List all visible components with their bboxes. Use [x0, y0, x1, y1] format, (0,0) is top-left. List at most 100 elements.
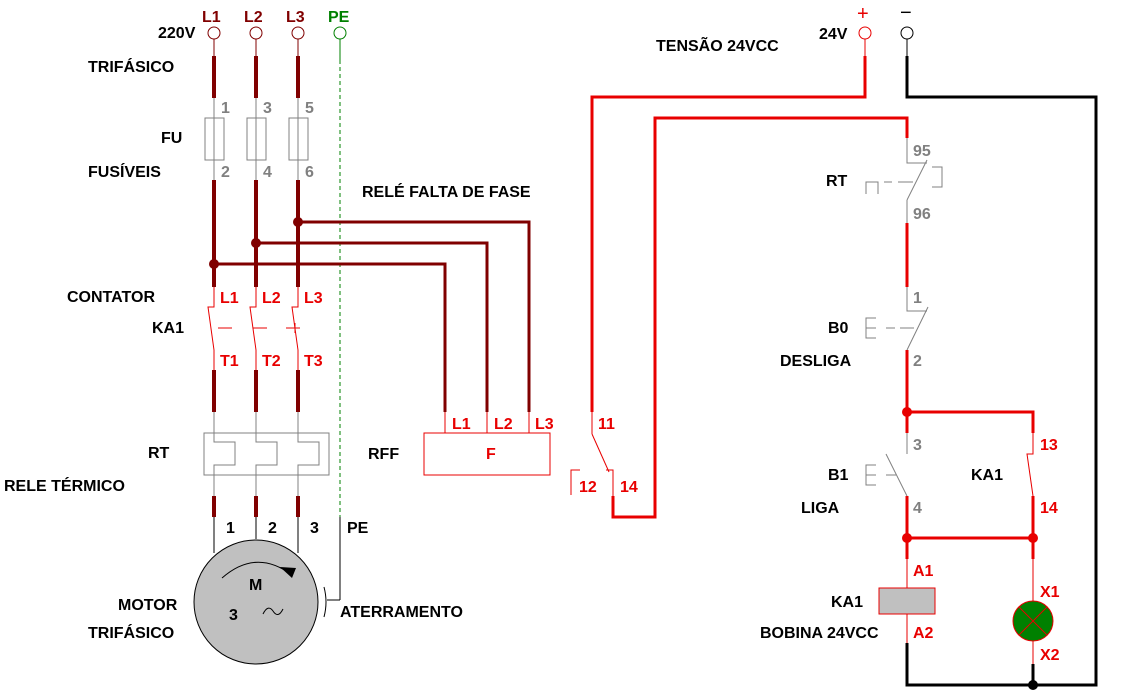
motor-terminal-2: 2 [268, 520, 277, 537]
coil-name: BOBINA 24VCC [760, 625, 879, 642]
rff-box-label: F [486, 446, 496, 463]
fuse-2 [246, 117, 267, 161]
control-wires [590, 56, 1035, 559]
phase-wires-mid [212, 180, 300, 287]
motor-body [193, 539, 319, 665]
control-circuit: TENSÃO 24VCC 24V + − [590, 2, 1098, 690]
rotation-arrow-icon [280, 567, 296, 578]
rff-title: RELÉ FALTA DE FASE [362, 182, 531, 201]
seal-contact-14: 14 [1040, 500, 1058, 517]
fuse-3 [288, 117, 309, 161]
rff-input-l2: L2 [494, 416, 513, 433]
rff-input-l1: L1 [452, 416, 471, 433]
motor-terminal-3: 3 [310, 520, 319, 537]
phase-label-l2: L2 [244, 9, 263, 26]
seal-contact-tag: KA1 [971, 467, 1003, 484]
phase-label-l3: L3 [286, 9, 305, 26]
rt-contact-96: 96 [913, 206, 931, 223]
contactor-tag: KA1 [152, 320, 184, 337]
stop-button-b0 [865, 287, 929, 351]
junction-l1 [209, 259, 219, 269]
start-button-tag: B1 [828, 467, 849, 484]
ac-symbol-icon [262, 607, 284, 615]
rff-contact-12: 12 [579, 479, 597, 496]
terminal-pe [333, 26, 347, 40]
start-button-terminal-3: 3 [913, 437, 922, 454]
motor-pe-label: PE [347, 520, 369, 537]
fuse-terminal-2: 2 [221, 164, 230, 181]
motor [193, 539, 327, 665]
power-circuit: 220V TRIFÁSICO L1 L2 L3 PE 1 3 5 2 [4, 9, 531, 665]
rt-contact-tag: RT [826, 173, 848, 190]
coil-ka1 [878, 559, 936, 643]
contactor-terminal-l3: L3 [304, 290, 323, 307]
terminal-l2 [249, 26, 263, 40]
rff-box [423, 432, 551, 476]
terminal-l1 [207, 26, 221, 40]
thermal-relay-tag: RT [148, 445, 170, 462]
earth-label-pe: PE [328, 9, 350, 26]
pilot-lamp [1012, 559, 1054, 664]
ground-bracket-icon [323, 586, 327, 618]
motor-name-line2: TRIFÁSICO [88, 623, 174, 642]
lamp-terminal-x1: X1 [1040, 584, 1060, 601]
phase-wires-bottom [212, 496, 300, 517]
contactor-terminal-t3: T3 [304, 353, 323, 370]
coil-tag: KA1 [831, 594, 863, 611]
coil-body [878, 587, 936, 615]
negative-sign-icon: − [900, 2, 912, 24]
grounding-label: ATERRAMENTO [340, 604, 463, 621]
phase-fault-relay: RELÉ FALTA DE FASE L1 L2 L3 F RFF 11 12 … [362, 182, 638, 496]
rt-contact-95: 95 [913, 143, 931, 160]
control-title: TENSÃO 24VCC [656, 35, 779, 55]
start-button-terminal-4: 4 [913, 500, 922, 517]
motor-name-line1: MOTOR [118, 597, 178, 614]
coil-terminal-a1: A1 [913, 563, 934, 580]
fuse-terminal-5: 5 [305, 100, 314, 117]
fuse-terminal-6: 6 [305, 164, 314, 181]
stop-button-terminal-2: 2 [913, 353, 922, 370]
motor-leads [213, 517, 341, 601]
terminal-l3 [291, 26, 305, 40]
rff-feed-wires [214, 220, 531, 412]
junction-l3 [293, 217, 303, 227]
fuse-terminal-4: 4 [263, 164, 272, 181]
contactor-ka1 [207, 287, 300, 370]
terminal-positive [858, 26, 872, 40]
junction-3 [902, 407, 912, 417]
rff-contact-11: 11 [598, 416, 615, 433]
phase-wires-lower [212, 370, 300, 412]
seal-contact-13: 13 [1040, 437, 1058, 454]
rff-contact-14: 14 [620, 479, 638, 496]
fuse-tag: FU [161, 130, 182, 147]
thermal-relay-rt [203, 412, 330, 496]
motor-symbol: M [249, 577, 262, 594]
rff-tag: RFF [368, 446, 399, 463]
junction-4 [902, 533, 912, 543]
lamp-terminal-x2: X2 [1040, 647, 1060, 664]
supply-voltage-label: 220V [158, 25, 196, 42]
fuse-name: FUSÍVEIS [88, 162, 161, 181]
phase-label-l1: L1 [202, 9, 221, 26]
rff-input-l3: L3 [535, 416, 554, 433]
contactor-terminal-t1: T1 [220, 353, 239, 370]
control-voltage: 24V [819, 26, 848, 43]
phase-wires-top [212, 56, 300, 98]
terminal-leads [213, 39, 299, 56]
seal-contact-ka1 [1026, 433, 1034, 497]
fuse-terminal-3: 3 [263, 100, 272, 117]
junction-14 [1028, 533, 1038, 543]
fuses [204, 98, 309, 180]
start-button-name: LIGA [801, 500, 840, 517]
junction-return [1028, 680, 1038, 690]
contactor-terminal-l1: L1 [220, 290, 239, 307]
motor-terminal-1: 1 [226, 520, 235, 537]
coil-terminal-a2: A2 [913, 625, 934, 642]
thermal-relay-name: RELE TÉRMICO [4, 476, 125, 495]
motor-phases: 3 [229, 607, 238, 624]
contactor-name: CONTATOR [67, 289, 155, 306]
rff-contact [570, 412, 614, 496]
stop-button-tag: B0 [828, 320, 849, 337]
positive-sign-icon: + [857, 3, 869, 25]
